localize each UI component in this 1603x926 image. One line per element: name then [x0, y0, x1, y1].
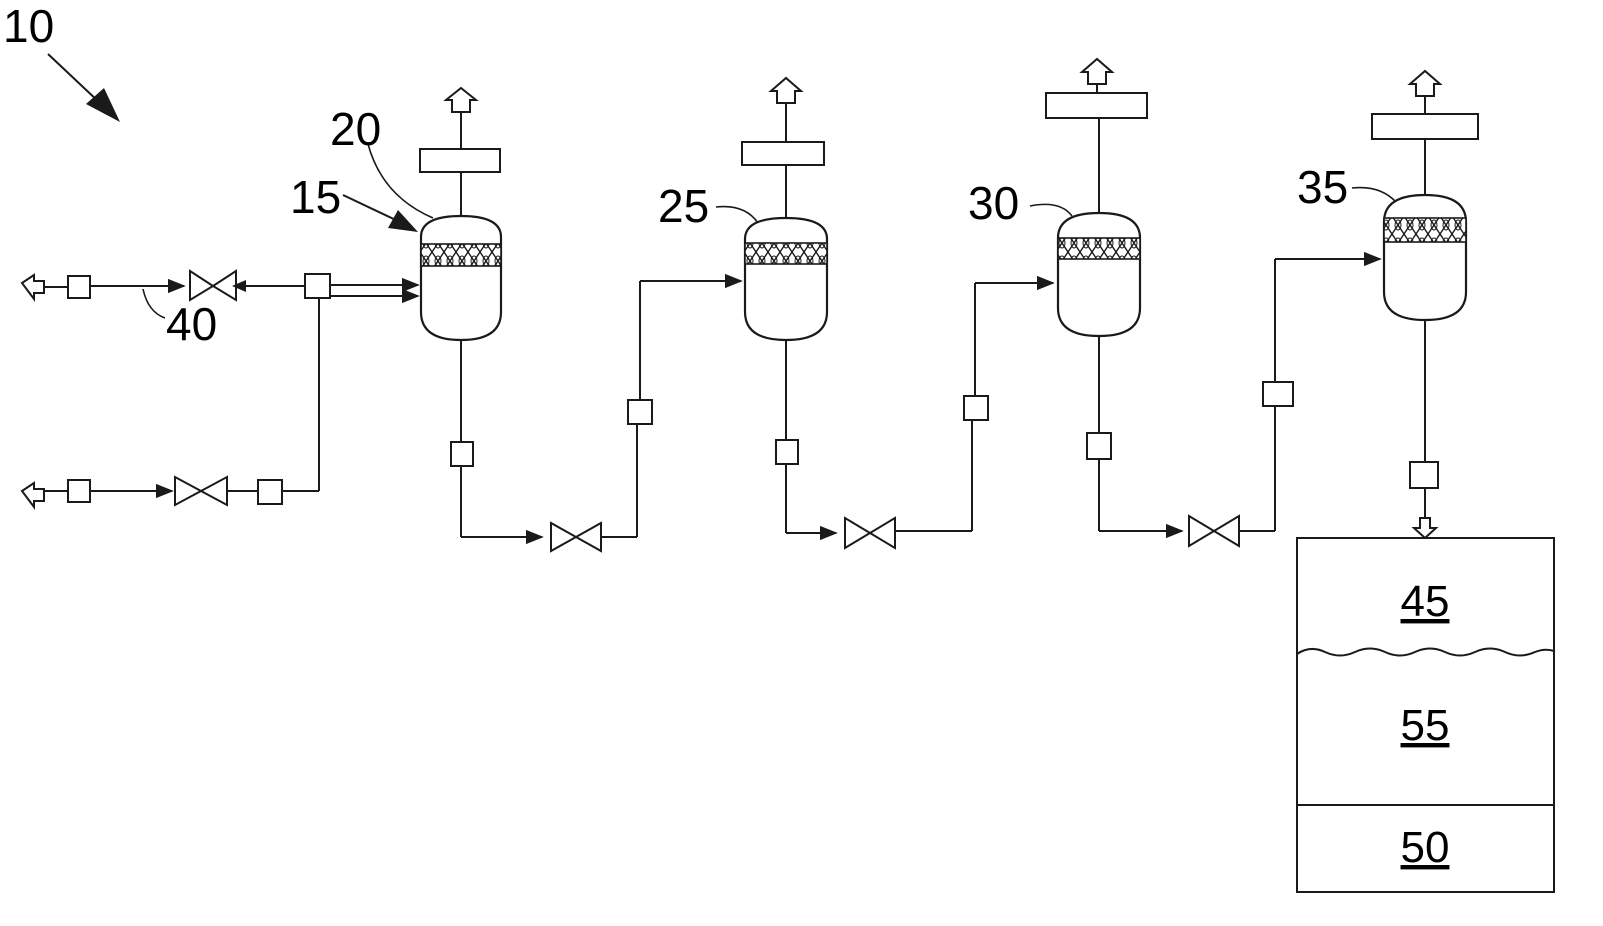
vent-arrow-icon: [768, 76, 804, 104]
vent-arrow-icon: [1407, 69, 1443, 97]
label-vessel-35: 35: [1297, 161, 1348, 213]
label-tank-layer-55: 55: [1401, 701, 1450, 750]
drain-arrow-icon: [1411, 517, 1439, 540]
leader-15: [342, 194, 401, 223]
leader-35: [1351, 186, 1397, 203]
valve-icon: [189, 269, 237, 302]
vessel-2: [741, 76, 1055, 550]
flow-meter-box: [67, 479, 91, 503]
label-tank-layer-50: 50: [1401, 823, 1450, 872]
leader-20: [367, 143, 434, 219]
flow-meter-box: [257, 479, 283, 505]
label-system-10: 10: [3, 0, 54, 52]
leader-25: [715, 205, 759, 224]
flow-meter-box: [1262, 381, 1294, 407]
system-pointer-arrow: [47, 53, 120, 122]
flow-meter-box: [1409, 461, 1439, 489]
leader-40: [142, 288, 166, 319]
leader-30: [1029, 203, 1073, 217]
packing-pattern: [421, 244, 501, 266]
valve-icon: [1188, 514, 1240, 548]
vent-arrow-icon: [1079, 57, 1115, 85]
flow-meter-box: [627, 399, 653, 425]
label-vessel-30: 30: [968, 177, 1019, 229]
condenser-box: [1045, 92, 1148, 119]
condenser-box: [419, 148, 501, 173]
label-feed-line-40: 40: [166, 298, 217, 350]
flow-meter-box: [963, 395, 989, 421]
flow-meter-box: [67, 275, 91, 299]
vessel-1: [419, 86, 743, 553]
vent-arrow-icon: [443, 86, 479, 113]
label-tank-layer-45: 45: [1401, 577, 1450, 626]
condenser-box: [1371, 113, 1479, 140]
flow-meter-box: [304, 273, 331, 299]
condenser-box: [741, 141, 825, 166]
label-vessel-20: 20: [330, 103, 381, 155]
vessel-3: [1045, 57, 1382, 548]
vessel-4: [1371, 69, 1479, 540]
feed-line-top: [20, 269, 420, 304]
feed-line-bottom: [20, 298, 320, 510]
valve-icon: [550, 521, 602, 553]
feed-inlet-arrow-icon: [20, 273, 45, 302]
label-reactor-15: 15: [290, 171, 341, 223]
separation-tank: [1296, 537, 1555, 893]
flow-meter-box: [1086, 432, 1112, 460]
feed-inlet-arrow-icon: [20, 481, 45, 510]
valve-icon: [844, 516, 896, 550]
flow-meter-box: [775, 439, 799, 465]
valve-icon: [174, 475, 228, 507]
label-vessel-25: 25: [658, 180, 709, 232]
flow-meter-box: [450, 441, 474, 467]
